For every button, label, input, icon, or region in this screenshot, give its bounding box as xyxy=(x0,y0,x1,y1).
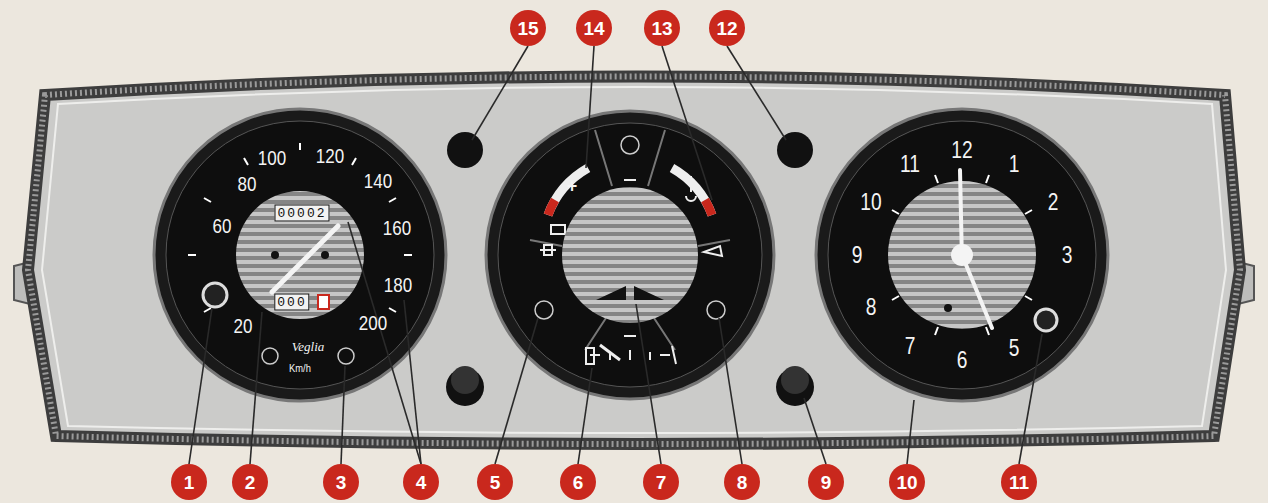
clock-hub xyxy=(951,244,973,266)
callout-number: 12 xyxy=(709,10,745,46)
dial-label: 160 xyxy=(383,218,411,238)
battery-scale-red xyxy=(548,200,555,215)
callout-text: 15 xyxy=(517,19,538,38)
dial-label: Km/h xyxy=(289,363,311,374)
switch-knob xyxy=(777,132,813,168)
dial-label: Veglia xyxy=(292,340,325,353)
callout-text: 4 xyxy=(416,473,427,492)
clock-set-knob xyxy=(1035,309,1057,331)
panel-rim-texture xyxy=(28,77,1240,445)
dial-label: 200 xyxy=(359,313,387,333)
callout-number: 10 xyxy=(889,464,925,500)
switch-knob xyxy=(451,366,479,394)
callout-text: 13 xyxy=(651,19,672,38)
gauge-bezel xyxy=(486,111,774,399)
switch-knob xyxy=(447,132,483,168)
callout-number: 3 xyxy=(323,464,359,500)
warning-lamp xyxy=(707,301,725,319)
callout-text: 2 xyxy=(245,473,256,492)
warning-lamp xyxy=(535,301,553,319)
callout-text: 3 xyxy=(336,473,347,492)
warning-lamp xyxy=(621,136,639,154)
fuel-pump-symbol xyxy=(586,346,676,364)
leader-lines xyxy=(189,46,1042,464)
clock-numeral: 10 xyxy=(860,190,881,214)
clock-numeral: 7 xyxy=(905,334,916,358)
clock-numeral: 11 xyxy=(900,152,920,176)
clock-numeral: 12 xyxy=(951,138,972,162)
gauge-face xyxy=(498,123,762,387)
callout-text: 9 xyxy=(821,473,832,492)
lamp-symbol xyxy=(704,246,722,256)
callout-text: 5 xyxy=(490,473,501,492)
callout-text: 12 xyxy=(716,19,737,38)
callout-text: 14 xyxy=(583,19,604,38)
callout-number: 13 xyxy=(644,10,680,46)
gauge-center-stripes xyxy=(236,191,364,319)
callout-text: 6 xyxy=(573,473,584,492)
battery-symbol xyxy=(551,225,565,234)
temperature-scale-red xyxy=(705,200,712,215)
stripe-dot xyxy=(321,251,329,259)
stripe-dot xyxy=(944,304,952,312)
callout-number: 7 xyxy=(643,464,679,500)
callout-text: 10 xyxy=(896,473,917,492)
dial-label: 100 xyxy=(258,148,286,168)
indicator-lamp xyxy=(262,348,278,364)
callout-text: 8 xyxy=(737,473,748,492)
callout-number: 14 xyxy=(576,10,612,46)
indicator-arrows xyxy=(596,286,664,300)
trip-reset-knob xyxy=(203,283,227,307)
gauge-center-stripes xyxy=(562,187,698,323)
clock-numeral: 1 xyxy=(1009,152,1020,176)
dial-label: 60 xyxy=(213,216,232,236)
speed-needle xyxy=(272,226,338,292)
clock-numeral: 5 xyxy=(1009,336,1020,360)
dial-label: 80 xyxy=(238,174,257,194)
callout-number: 5 xyxy=(477,464,513,500)
oil-symbol xyxy=(540,245,556,255)
gauge-bezel xyxy=(154,109,446,401)
fuel-scale xyxy=(590,350,670,360)
callout-text: 7 xyxy=(656,473,667,492)
fuel-pointer xyxy=(600,345,620,360)
callout-number: 15 xyxy=(510,10,546,46)
clock-numeral: 8 xyxy=(866,295,877,319)
speed-ticks xyxy=(188,143,412,312)
clock-numeral: 2 xyxy=(1048,190,1059,214)
stripe-dot xyxy=(271,251,279,259)
dial-label: 140 xyxy=(364,171,392,191)
clock-face xyxy=(828,121,1096,389)
clock-bezel xyxy=(816,109,1108,401)
callout-number: 6 xyxy=(560,464,596,500)
clock-numeral: 9 xyxy=(852,243,863,267)
trip-red-digit xyxy=(318,295,329,309)
dial-label: 120 xyxy=(316,146,344,166)
panel-housing xyxy=(28,77,1240,445)
callout-number: 9 xyxy=(808,464,844,500)
callout-number: 2 xyxy=(232,464,268,500)
callout-text: 11 xyxy=(1009,473,1029,492)
dial-label: 20 xyxy=(234,316,253,336)
callout-number: 11 xyxy=(1001,464,1037,500)
callout-text: 1 xyxy=(184,473,195,492)
panel-inner-edge xyxy=(42,87,1226,433)
odometer-digits: 000 xyxy=(274,294,309,311)
switch-knob xyxy=(781,366,809,394)
minute-hand xyxy=(962,255,992,328)
dial-label: + xyxy=(567,177,578,195)
clock-numeral: 6 xyxy=(957,348,968,372)
callout-number: 8 xyxy=(724,464,760,500)
callout-number: 4 xyxy=(403,464,439,500)
indicator-lamp xyxy=(338,348,354,364)
callout-number: 1 xyxy=(171,464,207,500)
dial-label: 180 xyxy=(384,275,412,295)
temperature-symbol xyxy=(686,176,696,201)
odometer-digits: 00002 xyxy=(274,205,329,222)
clock-numeral: 3 xyxy=(1062,243,1073,267)
